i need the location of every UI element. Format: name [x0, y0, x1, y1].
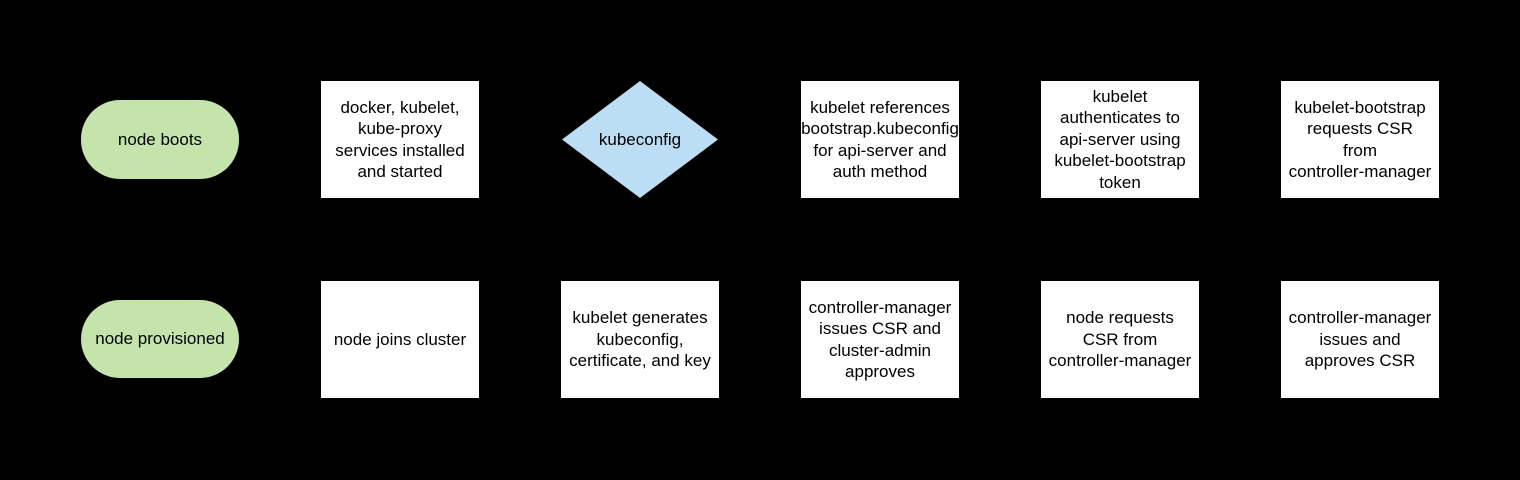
node-label: node boots	[117, 129, 203, 149]
process-kubelet-generates-kubeconfig: kubelet generates kubeconfig, certificat…	[561, 281, 719, 398]
terminator-node-provisioned: node provisioned	[81, 300, 239, 378]
process-node-requests-csr: node requests CSR from controller-manage…	[1041, 281, 1199, 398]
process-kubelet-references-bootstrap-kubeconfig: kubelet references bootstrap.kubeconfig …	[801, 81, 959, 198]
process-services-installed: docker, kubelet, kube-proxy services ins…	[321, 81, 479, 198]
node-label: controller-manager issues CSR and cluste…	[808, 297, 952, 382]
node-label: kubelet generates kubeconfig, certificat…	[569, 308, 711, 371]
node-label: kubelet-bootstrap requests CSR from cont…	[1288, 97, 1432, 182]
decision-kubeconfig: kubeconfig	[562, 81, 718, 198]
process-node-joins-cluster: node joins cluster	[321, 281, 479, 398]
node-label: docker, kubelet, kube-proxy services ins…	[335, 97, 465, 182]
process-kubelet-bootstrap-requests-csr: kubelet-bootstrap requests CSR from cont…	[1281, 81, 1439, 198]
node-label: node joins cluster	[333, 329, 467, 349]
node-label: kubeconfig	[598, 129, 682, 149]
process-kubelet-authenticates: kubelet authenticates to api-server usin…	[1041, 81, 1199, 198]
node-label: node requests CSR from controller-manage…	[1048, 308, 1192, 371]
process-controller-manager-issues-and-approves-csr: controller-manager issues and approves C…	[1281, 281, 1439, 398]
process-controller-manager-issues-csr-cluster-admin-approves: controller-manager issues CSR and cluste…	[801, 281, 959, 398]
node-label: controller-manager issues and approves C…	[1288, 308, 1432, 371]
node-label: node provisioned	[95, 329, 225, 349]
node-label: kubelet authenticates to api-server usin…	[1054, 86, 1186, 192]
node-label: kubelet references bootstrap.kubeconfig …	[801, 97, 959, 182]
terminator-node-boots: node boots	[81, 100, 239, 179]
